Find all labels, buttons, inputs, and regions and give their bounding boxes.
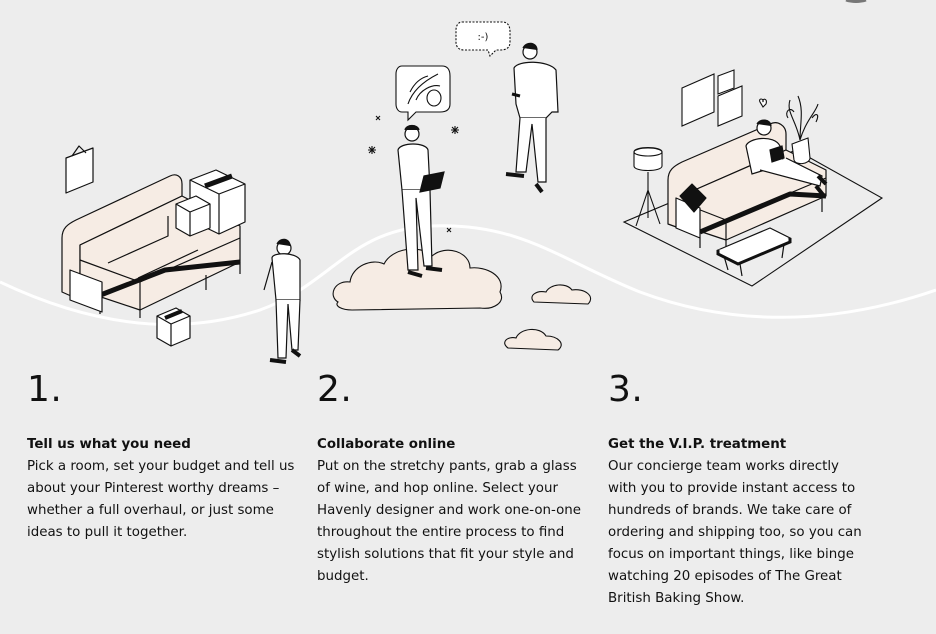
thought-bubble-plant bbox=[395, 65, 451, 122]
coffee-table bbox=[716, 227, 792, 277]
cloud-small-2 bbox=[504, 328, 562, 351]
designer-figure bbox=[397, 124, 445, 278]
step-number: 2. bbox=[317, 369, 353, 410]
step-title: Tell us what you need bbox=[27, 437, 191, 452]
sofa-scene-1 bbox=[61, 145, 246, 347]
step-title: Get the V.I.P. treatment bbox=[608, 437, 787, 452]
step-2: 2. Collaborate online Put on the stretch… bbox=[317, 368, 585, 588]
sparkle-marks bbox=[368, 115, 459, 233]
step-number: 3. bbox=[608, 369, 644, 410]
speech-bubble bbox=[455, 21, 511, 58]
step-number: 1. bbox=[27, 369, 63, 410]
step-description: Pick a room, set your budget and tell us… bbox=[27, 459, 295, 540]
cloud-large bbox=[332, 248, 502, 311]
step-title: Collaborate online bbox=[317, 437, 456, 452]
how-it-works-illustration: :-) bbox=[0, 0, 936, 364]
step-1: 1. Tell us what you need Pick a room, se… bbox=[27, 368, 295, 544]
decorative-arc bbox=[845, 0, 867, 3]
step-description: Put on the stretchy pants, grab a glass … bbox=[317, 459, 582, 584]
step-description: Our concierge team works directly with y… bbox=[608, 459, 862, 606]
step-3: 3. Get the V.I.P. treatment Our concierg… bbox=[608, 368, 868, 610]
person-figure-1 bbox=[263, 238, 302, 364]
plant-vase bbox=[786, 95, 819, 165]
wall-frames bbox=[681, 69, 767, 127]
speech-bubble-text: :-) bbox=[478, 32, 489, 43]
cloud-small-1 bbox=[531, 284, 592, 305]
lounging-person bbox=[745, 119, 828, 198]
customer-figure bbox=[505, 42, 559, 194]
floor-lamp bbox=[633, 146, 663, 227]
